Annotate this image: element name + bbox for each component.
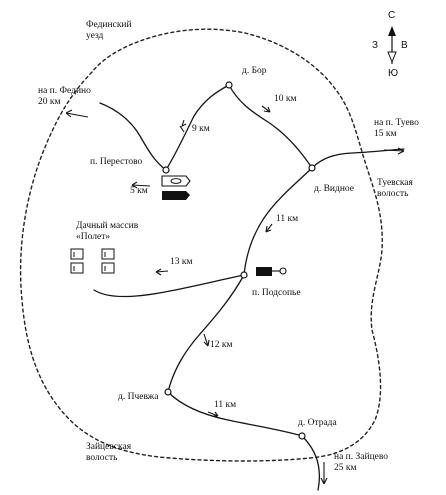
dist-vidnoe-podsopie-label: 11 км — [276, 214, 299, 224]
town-pchevzha — [164, 388, 172, 396]
dist-podsopie-dacha-label: 13 км — [170, 257, 193, 267]
road-vidnoe-podsopie — [243, 167, 313, 276]
road-bor-vidnoe — [228, 84, 313, 169]
station-icon — [256, 267, 287, 276]
road-otrada-zaitsevo — [301, 435, 321, 491]
road-vidnoe-tuevo — [311, 148, 405, 169]
compass-north-label: С — [388, 10, 396, 21]
arrow-to-fedino — [65, 109, 89, 118]
town-otrada — [298, 432, 306, 440]
dist-podsopie-pchevzha-label: 12 км — [210, 340, 233, 350]
dist-perestovo-bor-label: 9 км — [192, 124, 210, 134]
road-fedino-perestovo — [99, 102, 167, 171]
road-podsopie-dacha — [93, 274, 245, 298]
compass-west-label: З — [372, 40, 379, 51]
place-bor-label: д. Бор — [242, 66, 267, 76]
region-tuevsky-label: Туевская волость — [377, 178, 413, 199]
dest-zaitsevo-label: на п. Зайцево 25 км — [334, 452, 389, 473]
arrow-to-tuevo — [383, 147, 405, 155]
dest-tuevo-label: на п. Туево 15 км — [374, 118, 419, 139]
town-perestovo — [162, 166, 170, 174]
road-podsopie-pchevzha — [167, 274, 245, 393]
place-podsopie-label: п. Подсопье — [252, 288, 301, 298]
boat-icon — [161, 175, 191, 200]
place-perestovo-label: п. Перестово — [90, 157, 143, 167]
district-border — [19, 28, 383, 462]
place-pchevzha-label: д. Пчевжа — [118, 392, 159, 402]
town-bor — [225, 81, 233, 89]
dist-pchevzha-otrada-label: 11 км — [214, 400, 237, 410]
compass-south-label: Ю — [388, 68, 399, 79]
compass-icon — [387, 26, 397, 64]
town-podsopie — [240, 271, 248, 279]
dist-perestovo-boat-label: 5 км — [130, 186, 148, 196]
arrow-to-zaitsevo — [320, 462, 328, 485]
place-vidnoe-label: д. Видное — [314, 184, 355, 194]
dist-arrows — [131, 105, 273, 417]
dacha-blocks-icon — [70, 248, 115, 274]
town-vidnoe — [308, 164, 316, 172]
place-otrada-label: д. Отрада — [298, 418, 337, 428]
region-zaitsevsky-label: Зайцевская волость — [86, 442, 132, 463]
dist-bor-vidnoe-label: 10 км — [274, 94, 297, 104]
dest-fedino-label: на п. Федино 20 км — [38, 86, 91, 107]
road-perestovo-bor — [165, 84, 230, 171]
region-fedinsky-label: Фединский уезд — [86, 20, 132, 41]
place-dacha-label: Дачный массив «Полет» — [76, 221, 139, 242]
road-pchevzha-otrada — [167, 391, 303, 437]
compass-east-label: В — [401, 40, 408, 51]
